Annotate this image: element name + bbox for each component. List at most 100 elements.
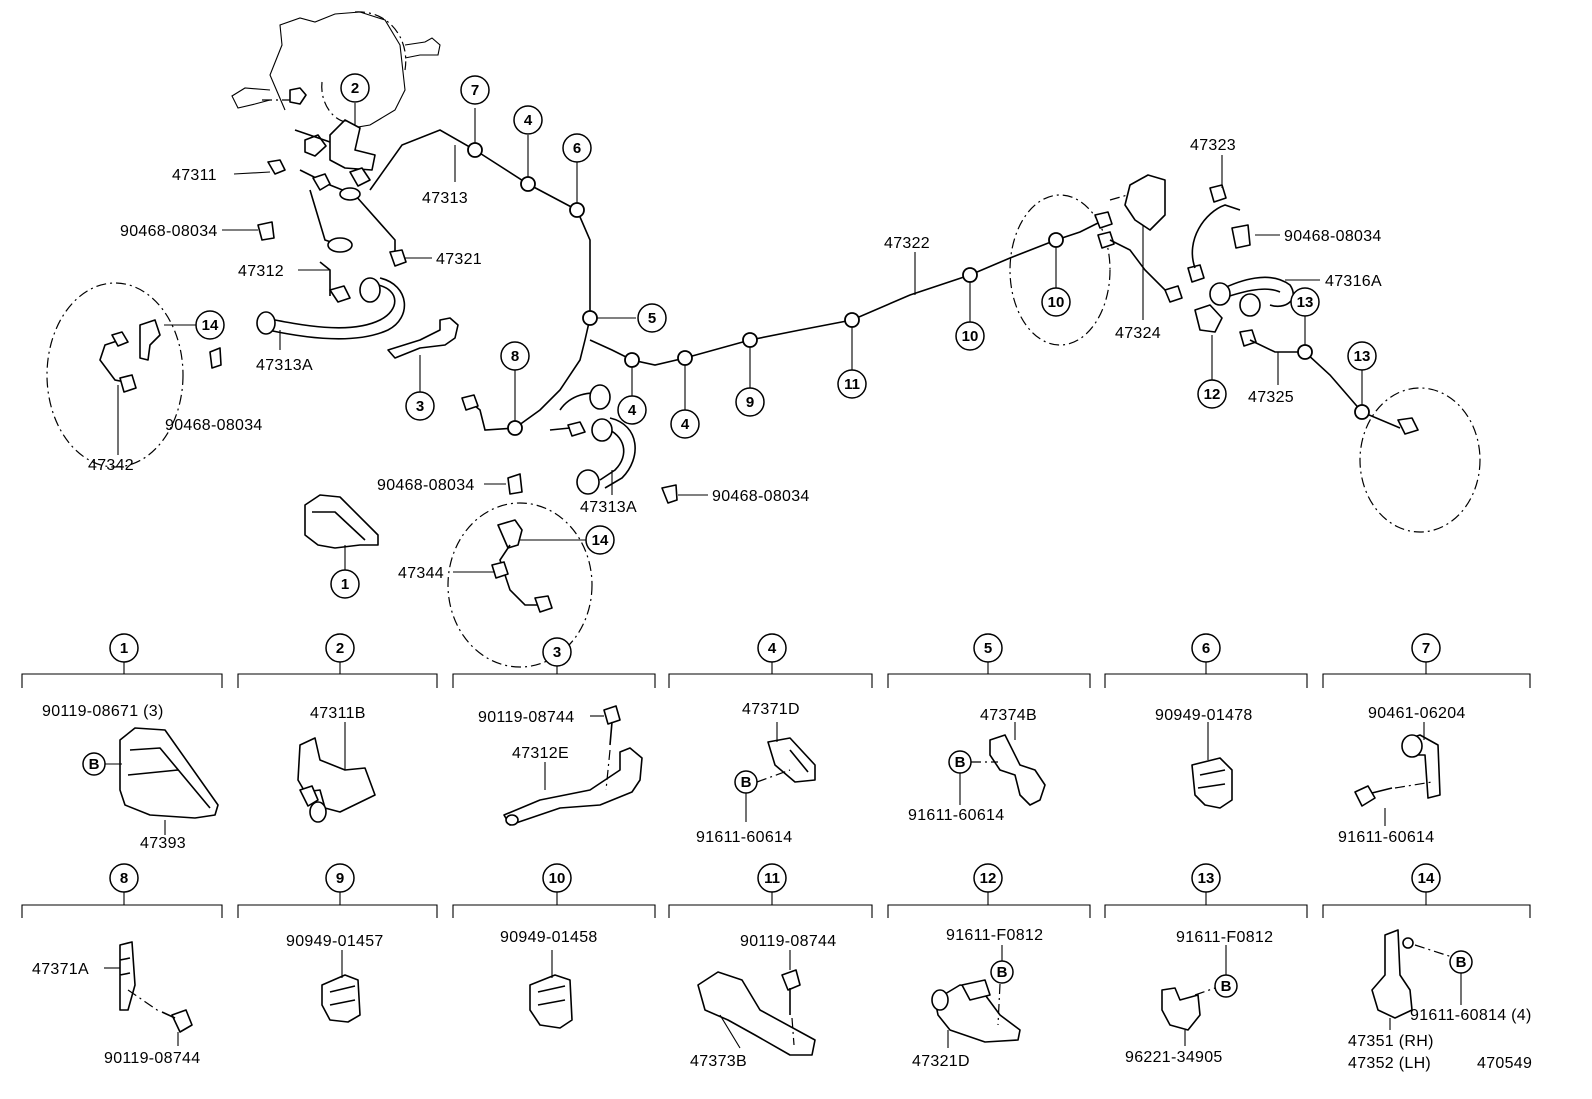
detail-14-label-bolt: 91611-60814 (4)	[1410, 1007, 1532, 1024]
flex-hose-47316A	[1187, 184, 1294, 317]
label-90468-08034: 90468-08034	[165, 417, 263, 434]
brake-line-47325	[1194, 304, 1481, 533]
leader-lines	[117, 103, 1363, 573]
callout-8: 8	[511, 348, 519, 365]
front-left-backing-plate	[46, 282, 184, 468]
callout-11: 11	[844, 376, 860, 393]
proportioning-valve	[267, 119, 407, 267]
detail-14-label-lh: 47352 (LH)	[1348, 1055, 1431, 1072]
detail-number-5: 5	[984, 640, 992, 657]
bracket-3-main	[387, 317, 459, 359]
detail-4-label-clamp: 47371D	[742, 701, 800, 718]
rear-right-backing-plate	[1009, 174, 1183, 346]
clip-90468-b	[209, 347, 222, 369]
callout-4: 4	[681, 416, 690, 433]
front-right-backing-plate	[447, 502, 593, 668]
detail-part-drawings	[104, 705, 1462, 1056]
bolt-marker-letters: B B B B B B	[89, 754, 1467, 995]
detail-3-label-bracket: 47312E	[512, 745, 569, 762]
callout-1: 1	[341, 576, 349, 593]
detail-number-8: 8	[120, 870, 128, 887]
bolt-marker-b: B	[1221, 978, 1232, 995]
label-47316A: 47316A	[1325, 273, 1382, 290]
detail-bubbles	[109, 633, 1441, 893]
detail-panel-rows	[21, 662, 1531, 918]
label-47312: 47312	[238, 263, 284, 280]
detail-number-3: 3	[553, 644, 561, 661]
label-47311: 47311	[172, 167, 217, 184]
detail-12-label-bolt: 91611-F0812	[946, 927, 1043, 944]
callout-14: 14	[202, 317, 219, 334]
detail-3-label-bolt: 90119-08744	[478, 709, 574, 726]
label-90468-08034: 90468-08034	[377, 477, 475, 494]
detail-labels: 90119-08671 (3) 47393 47311B 90119-08744…	[32, 701, 1532, 1072]
detail-13-label-bolt: 91611-F0812	[1176, 929, 1273, 946]
diagram-id: 470549	[1477, 1055, 1532, 1072]
callout-2: 2	[351, 80, 359, 97]
label-90468-08034: 90468-08034	[1284, 228, 1382, 245]
callout-6: 6	[573, 140, 581, 157]
detail-7-label-bolt: 91611-60614	[1338, 829, 1434, 846]
detail-number-10: 10	[549, 870, 566, 887]
callout-13: 13	[1297, 294, 1314, 311]
clip-90468-e	[661, 484, 678, 504]
callout-4: 4	[628, 402, 637, 419]
bracket-47393-main	[304, 494, 379, 549]
callout-4: 4	[524, 112, 533, 129]
detail-11-label-bolt: 90119-08744	[740, 933, 836, 950]
clip-90468-d	[507, 473, 523, 495]
callout-bubbles	[195, 73, 1377, 599]
label-47344: 47344	[398, 565, 444, 582]
brake-line-47322	[589, 221, 1101, 366]
callout-5: 5	[648, 310, 656, 327]
callout-9: 9	[746, 394, 754, 411]
detail-number-2: 2	[336, 640, 344, 657]
detail-6-label: 90949-01478	[1155, 707, 1253, 724]
bolt-marker-b: B	[741, 774, 752, 791]
detail-5-label-bracket: 47374B	[980, 707, 1037, 724]
detail-7-label-clamp: 90461-06204	[1368, 705, 1466, 722]
label-47342: 47342	[88, 457, 134, 474]
detail-8-label-bolt: 90119-08744	[104, 1050, 200, 1067]
label-47313: 47313	[422, 190, 468, 207]
detail-9-label: 90949-01457	[286, 933, 384, 950]
master-cylinder-outline	[231, 11, 441, 131]
line-joints	[467, 142, 1370, 436]
bolt-marker-b: B	[89, 756, 100, 773]
bolt-marker-b: B	[955, 754, 966, 771]
brake-line-47313	[369, 129, 591, 431]
flex-hose-47313A-center	[549, 384, 636, 495]
detail-1-label-bracket: 47393	[140, 835, 186, 852]
detail-number-1: 1	[120, 640, 128, 657]
callout-7: 7	[471, 82, 479, 99]
label-47313A: 47313A	[580, 499, 637, 516]
detail-number-11: 11	[764, 870, 780, 887]
clip-90468-c	[1231, 224, 1251, 249]
detail-1-label-bolt: 90119-08671 (3)	[42, 703, 164, 720]
detail-number-7: 7	[1422, 640, 1430, 657]
detail-number-9: 9	[336, 870, 344, 887]
detail-10-label: 90949-01458	[500, 929, 598, 946]
callout-numbers: 2 7 4 6 5 8 3 4 4 9 11 10 10 13 13 12 14…	[202, 80, 1371, 593]
clip-90468-a	[257, 221, 275, 241]
clip-47313-end	[461, 394, 479, 411]
label-47322: 47322	[884, 235, 930, 252]
bolt-marker-b: B	[1456, 954, 1467, 971]
label-47313A: 47313A	[256, 357, 313, 374]
label-47324: 47324	[1115, 325, 1161, 342]
detail-number-14: 14	[1418, 870, 1435, 887]
detail-14-label-rh: 47351 (RH)	[1348, 1033, 1434, 1050]
detail-5-label-bolt: 91611-60614	[908, 807, 1004, 824]
detail-13-label-clamp: 96221-34905	[1125, 1049, 1223, 1066]
label-47321: 47321	[436, 251, 482, 268]
detail-numbers: 1 2 3 4 5 6 7 8 9 10 11 12 13 14	[120, 640, 1435, 887]
detail-12-label-bracket: 47321D	[912, 1053, 970, 1070]
bolt-marker-b: B	[997, 964, 1008, 981]
detail-number-12: 12	[980, 870, 997, 887]
detail-number-6: 6	[1202, 640, 1210, 657]
part-labels: 47311 47313 90468-08034 47312 47321 4731…	[88, 137, 1382, 582]
label-90468-08034: 90468-08034	[120, 223, 218, 240]
callout-12: 12	[1204, 386, 1221, 403]
label-47325: 47325	[1248, 389, 1294, 406]
